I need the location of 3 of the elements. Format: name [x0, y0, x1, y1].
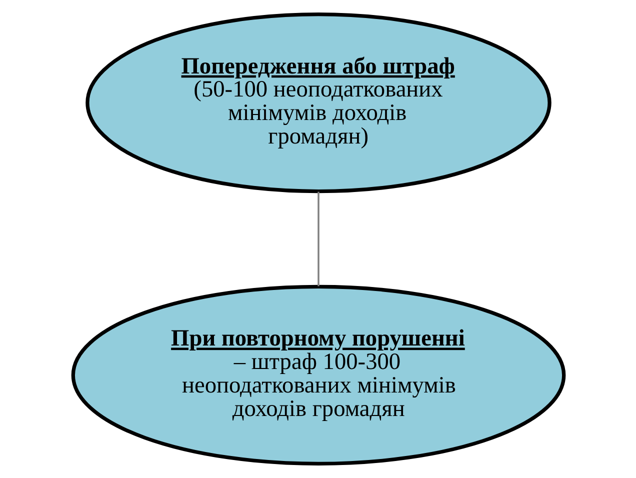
node-ellipse: Попередження або штраф (50-100 неоподаткованих мінімумів доходів громадян): [85, 12, 551, 194]
node-ellipse: При повторному порушенні – штраф 100-300 неоподаткованих мінімумів доходів громадян: [70, 284, 566, 466]
connector: [317, 192, 319, 286]
